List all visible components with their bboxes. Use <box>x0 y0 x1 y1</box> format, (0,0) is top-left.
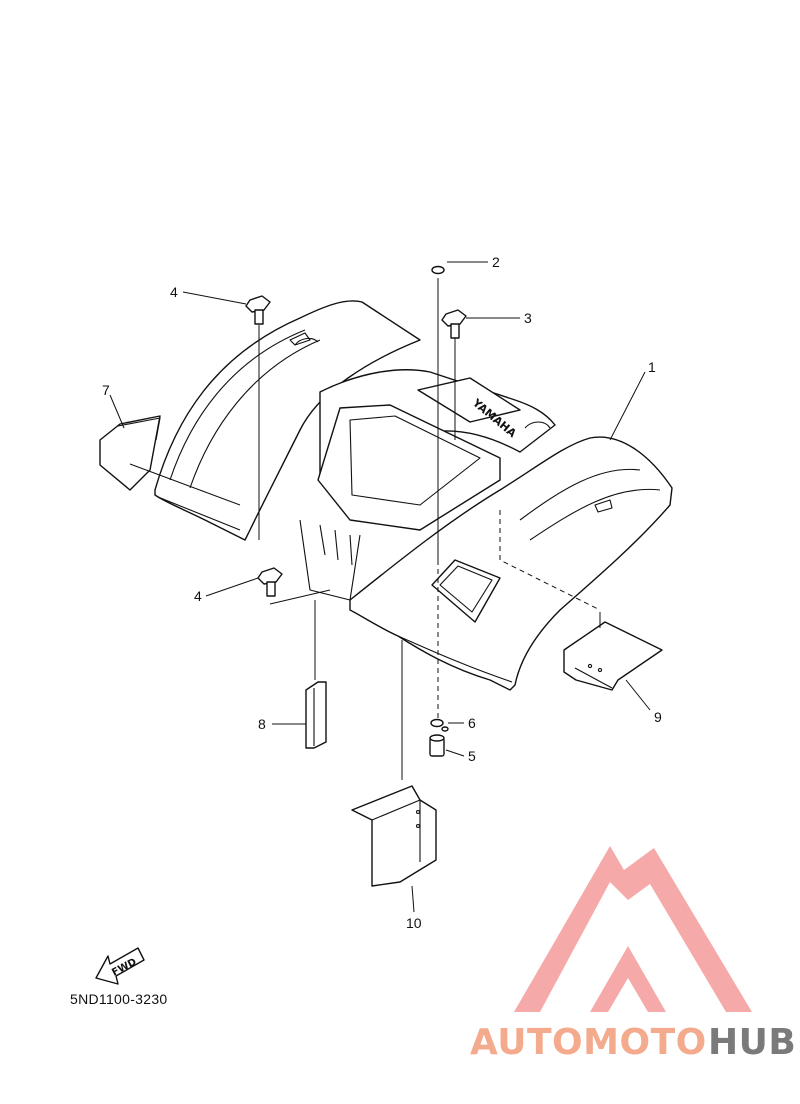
mud-flap-part-7 <box>99 415 161 491</box>
bolt-part-4-upper <box>245 295 271 325</box>
watermark-logo-icon <box>514 846 752 1012</box>
bolt-part-4-lower <box>257 567 283 597</box>
callout-4-lower: 4 <box>194 588 202 604</box>
leader-lines <box>109 261 651 913</box>
cap-part-2 <box>431 265 445 275</box>
callout-5: 5 <box>468 748 476 764</box>
washer-part-6 <box>430 718 444 728</box>
side-guard-part-9 <box>563 621 663 691</box>
callout-9: 9 <box>654 709 662 725</box>
callout-numbers: 1 2 3 4 4 5 6 7 8 9 10 <box>102 254 662 931</box>
callout-4-upper: 4 <box>170 284 178 300</box>
flap-part-10 <box>351 785 437 887</box>
callout-3: 3 <box>524 310 532 326</box>
callout-8: 8 <box>258 716 266 732</box>
bolt-part-3 <box>441 309 467 339</box>
heat-shield-part-8 <box>305 681 327 749</box>
callout-7: 7 <box>102 382 110 398</box>
callout-1: 1 <box>648 359 656 375</box>
washer-part-6-small <box>441 726 449 732</box>
watermark-brand-part1: AUTOMOTO <box>470 1022 707 1063</box>
part-code: 5ND1100-3230 <box>70 991 168 1007</box>
callout-6: 6 <box>468 715 476 731</box>
watermark-brand-part2: HUB <box>708 1022 796 1063</box>
callout-2: 2 <box>492 254 500 270</box>
grommet-part-5 <box>429 734 445 757</box>
callout-10: 10 <box>406 915 422 931</box>
fwd-arrow-icon: FWD <box>95 947 145 985</box>
